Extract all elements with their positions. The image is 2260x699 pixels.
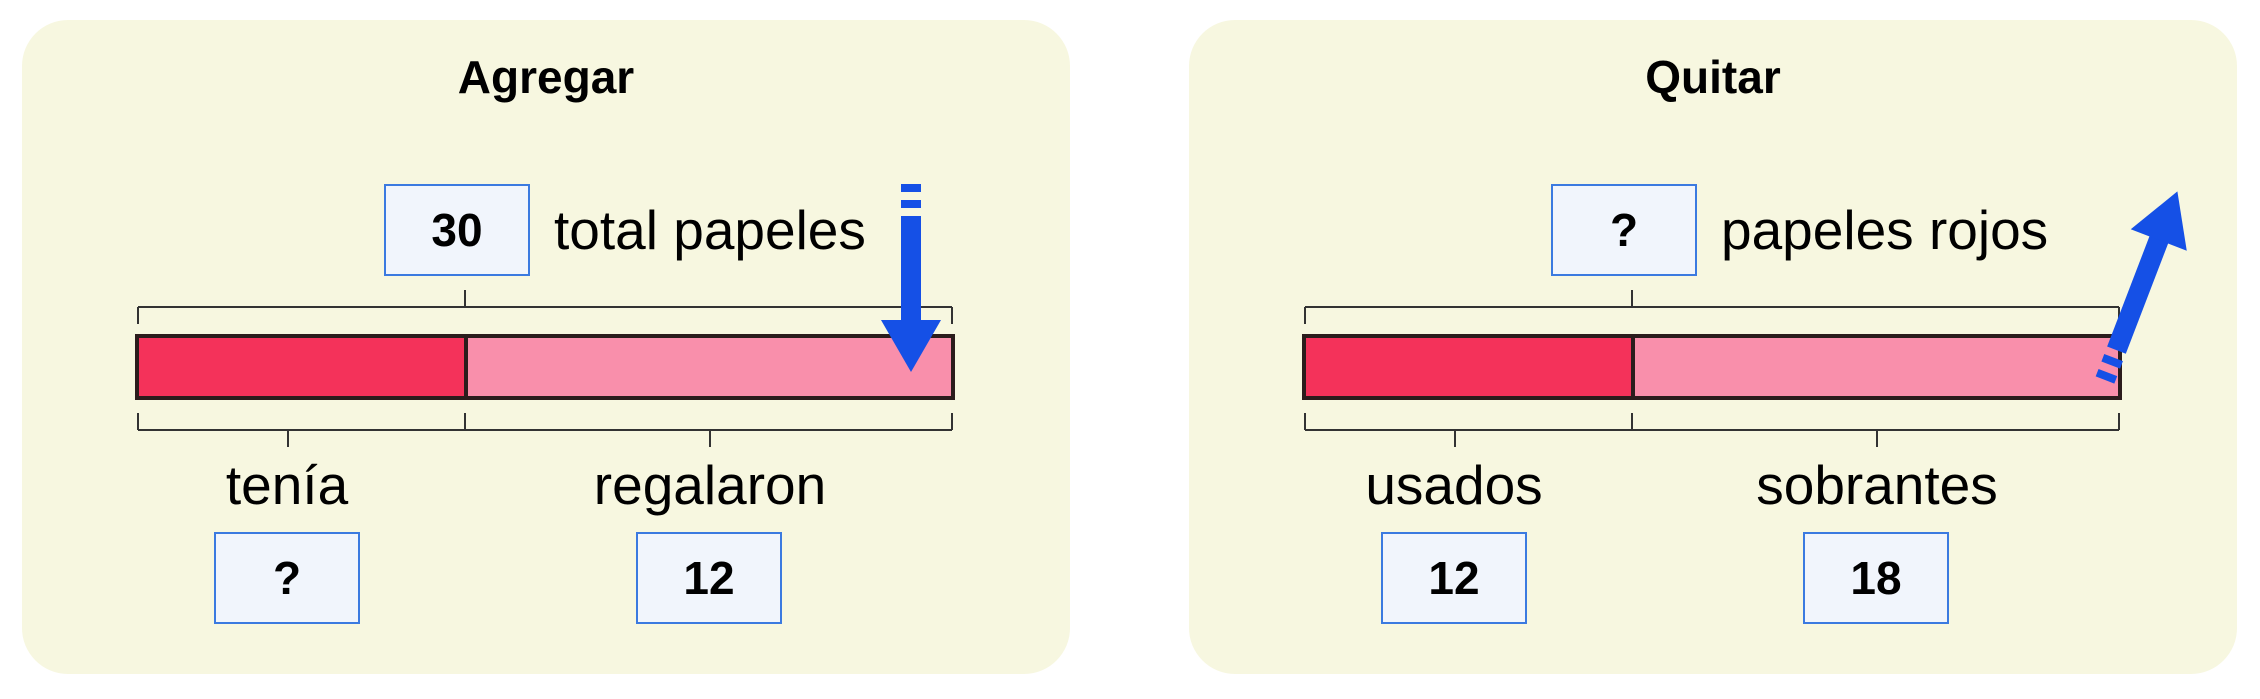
panel-quitar: Quitar [1189,20,2237,674]
top-label: total papeles [554,199,866,261]
arrow-up-icon [2095,191,2187,384]
segment-value-box-usados: 12 [1381,532,1527,624]
tape-diagram-agregar [135,184,955,447]
segment-sobrantes [1631,334,2122,400]
segment-label-tenia: tenía [225,454,349,516]
top-value-box: ? [1551,184,1697,276]
panel-title: Quitar [1645,51,1781,103]
top-value-box: 30 [384,184,530,276]
segment-label-regalaron: regalaron [593,454,827,516]
segment-value-box-regalaron: 12 [636,532,782,624]
segment-tenia [135,334,468,400]
top-label: papeles rojos [1721,199,2049,261]
bottom-brackets [1304,413,2120,447]
tape-diagram-quitar [1302,191,2187,447]
top-bracket [137,290,953,324]
panel-agregar: Agregar [22,20,1070,674]
segment-value-box-tenia: ? [214,532,360,624]
bottom-brackets [137,413,953,447]
segment-label-usados: usados [1365,454,1543,516]
segment-regalaron [464,334,955,400]
top-bracket [1304,290,2120,324]
segment-usados [1302,334,1635,400]
segment-label-sobrantes: sobrantes [1756,454,1998,516]
arrow-down-icon [881,184,941,372]
panel-title: Agregar [457,51,635,103]
segment-value-box-sobrantes: 18 [1803,532,1949,624]
